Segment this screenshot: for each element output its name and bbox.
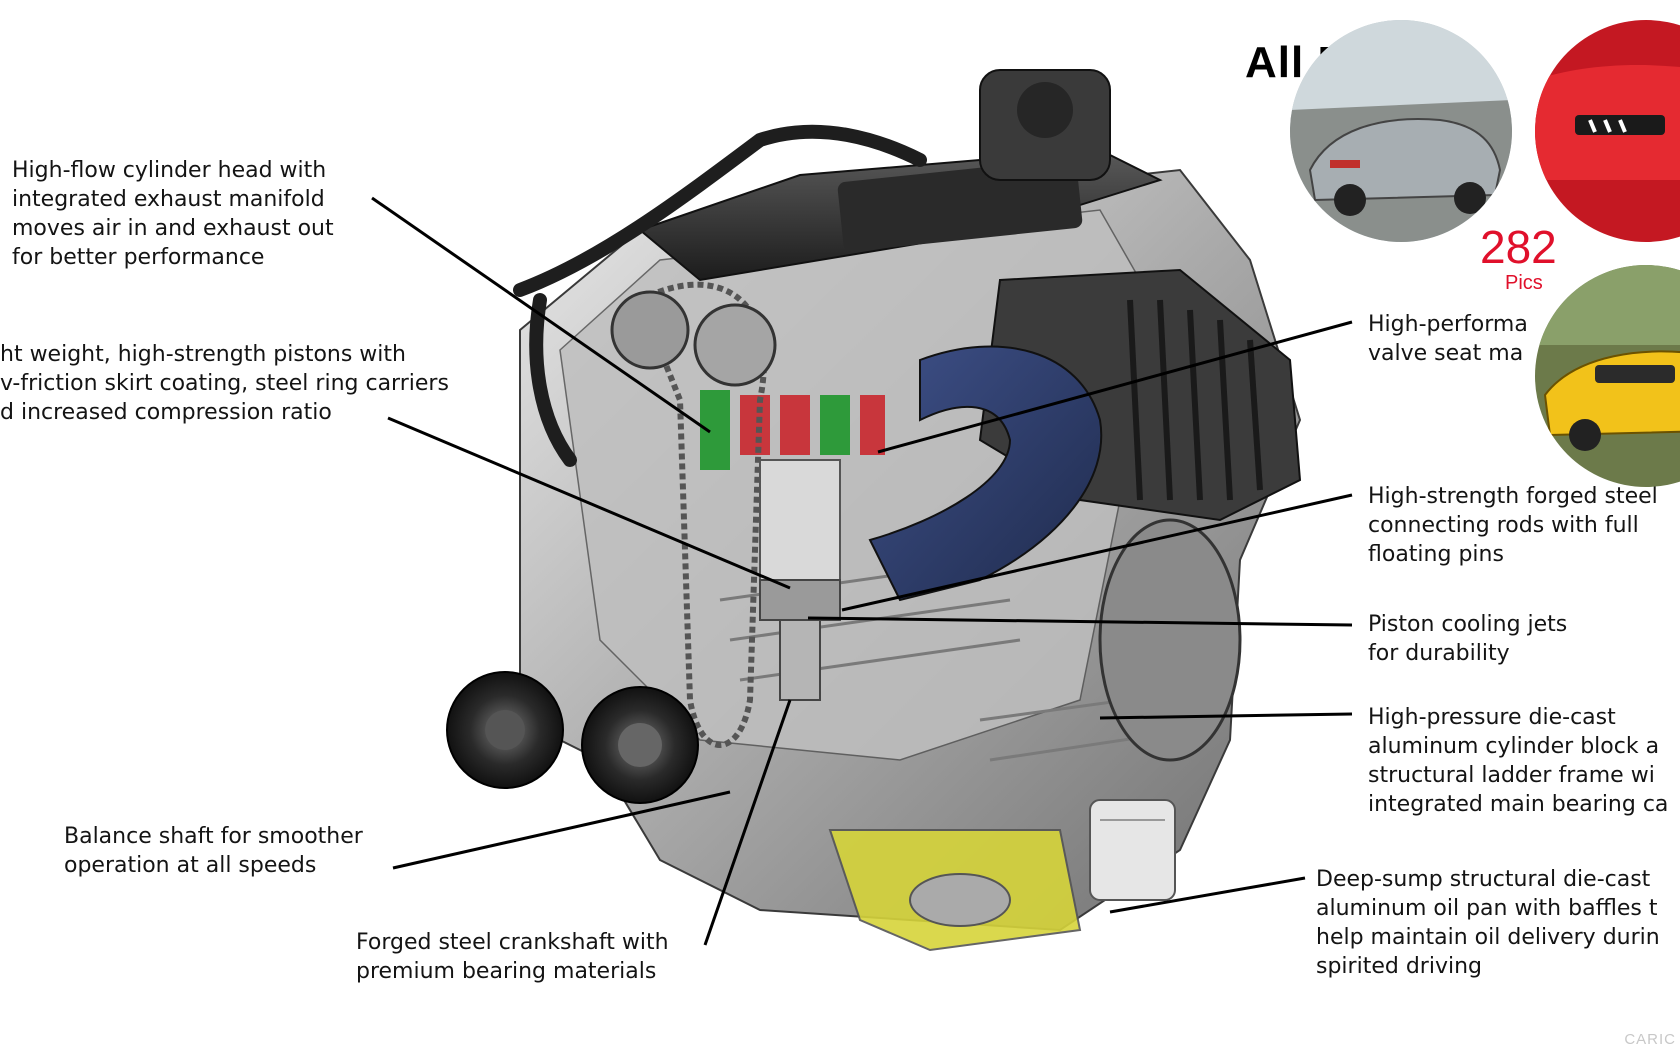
gallery-count[interactable]: 282 — [1480, 221, 1557, 273]
callout-cylinder-head: High-flow cylinder head with integrated … — [12, 158, 334, 270]
callout-balance-shaft: Balance shaft for smoother operation at … — [64, 824, 363, 878]
leader-oil-pan — [1109, 876, 1306, 914]
callout-cooling-jets: Piston cooling jets for durability — [1368, 612, 1568, 666]
piston — [759, 459, 841, 701]
timing-chain — [636, 281, 767, 748]
callout-cylinder-block: High-pressure die-cast aluminum cylinder… — [1368, 705, 1669, 817]
oil-filter — [1089, 799, 1176, 901]
callout-valve-seat: High-performa valve seat ma — [1368, 312, 1528, 366]
coolant-hose — [513, 124, 927, 467]
leader-cooling-jets — [807, 616, 1353, 627]
leader-valve-seat — [877, 320, 1353, 454]
leader-cylinder-head — [371, 196, 711, 434]
leader-pistons — [387, 416, 791, 590]
leader-connecting-rods — [841, 493, 1353, 612]
callout-oil-pan: Deep-sump structural die-cast aluminum o… — [1316, 867, 1660, 979]
cam-gear-1 — [610, 290, 690, 370]
valve-cover — [637, 69, 1163, 282]
cylinder-head-cutaway — [700, 390, 885, 470]
flywheel — [1098, 518, 1242, 762]
leader-balance-shaft — [392, 790, 731, 870]
accessory-pulleys — [446, 671, 699, 804]
leader-crankshaft — [703, 699, 792, 946]
callout-connecting-rods: High-strength forged steel connecting ro… — [1368, 484, 1658, 567]
watermark: CARIC — [1624, 1031, 1676, 1048]
cam-gear-2 — [693, 303, 777, 387]
callout-pistons: ht weight, high-strength pistons with v-… — [0, 342, 449, 425]
gallery-count-label: Pics — [1505, 272, 1543, 294]
oil-pan — [828, 829, 1082, 952]
gallery-thumb-silver-car[interactable] — [1290, 20, 1512, 242]
leader-cylinder-block — [1099, 712, 1353, 720]
callout-crankshaft: Forged steel crankshaft with premium bea… — [356, 930, 669, 984]
